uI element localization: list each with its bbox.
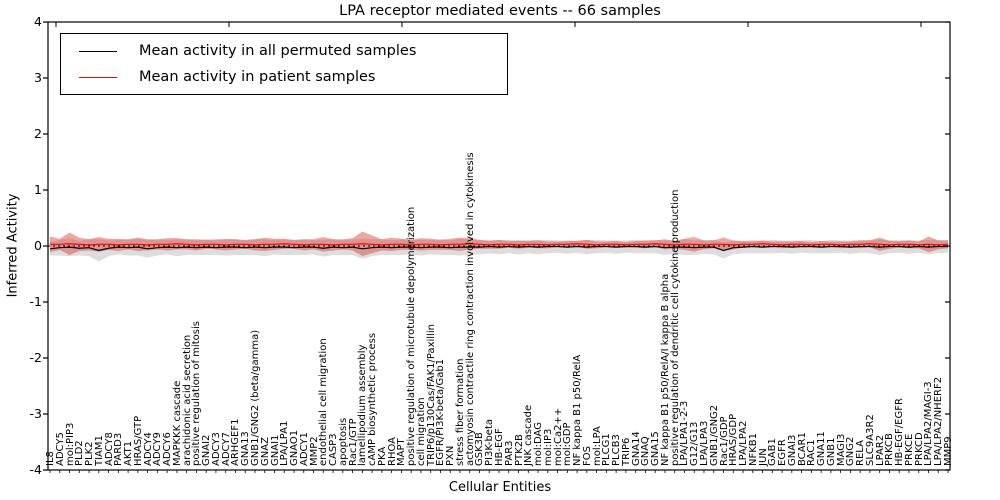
y-tick-label: -1 xyxy=(29,294,42,309)
x-tick-label: MMP9 xyxy=(943,436,954,466)
y-tick-label: 1 xyxy=(34,182,42,197)
legend-item-patient: Mean activity in patient samples xyxy=(61,65,507,89)
y-tick-label: -4 xyxy=(29,462,42,477)
legend-label-permuted: Mean activity in all permuted samples xyxy=(139,43,417,59)
y-tick-label: 3 xyxy=(34,70,42,85)
y-tick-label: 4 xyxy=(34,14,42,29)
y-tick-label: -3 xyxy=(29,406,42,421)
x-tick-label: actomyosin contractile ring contraction … xyxy=(464,152,476,466)
chart-title: LPA receptor mediated events -- 66 sampl… xyxy=(339,3,661,19)
legend: Mean activity in all permuted samples Me… xyxy=(60,33,508,95)
legend-label-patient: Mean activity in patient samples xyxy=(139,69,376,85)
y-tick-label: 2 xyxy=(34,126,42,141)
x-axis-label: Cellular Entities xyxy=(448,480,552,495)
y-tick-label: 0 xyxy=(34,238,42,253)
legend-line-sample-permuted-icon xyxy=(79,50,117,52)
legend-item-permuted: Mean activity in all permuted samples xyxy=(61,39,507,63)
y-tick-label: -2 xyxy=(29,350,42,365)
legend-line-sample-patient-icon xyxy=(79,76,117,78)
